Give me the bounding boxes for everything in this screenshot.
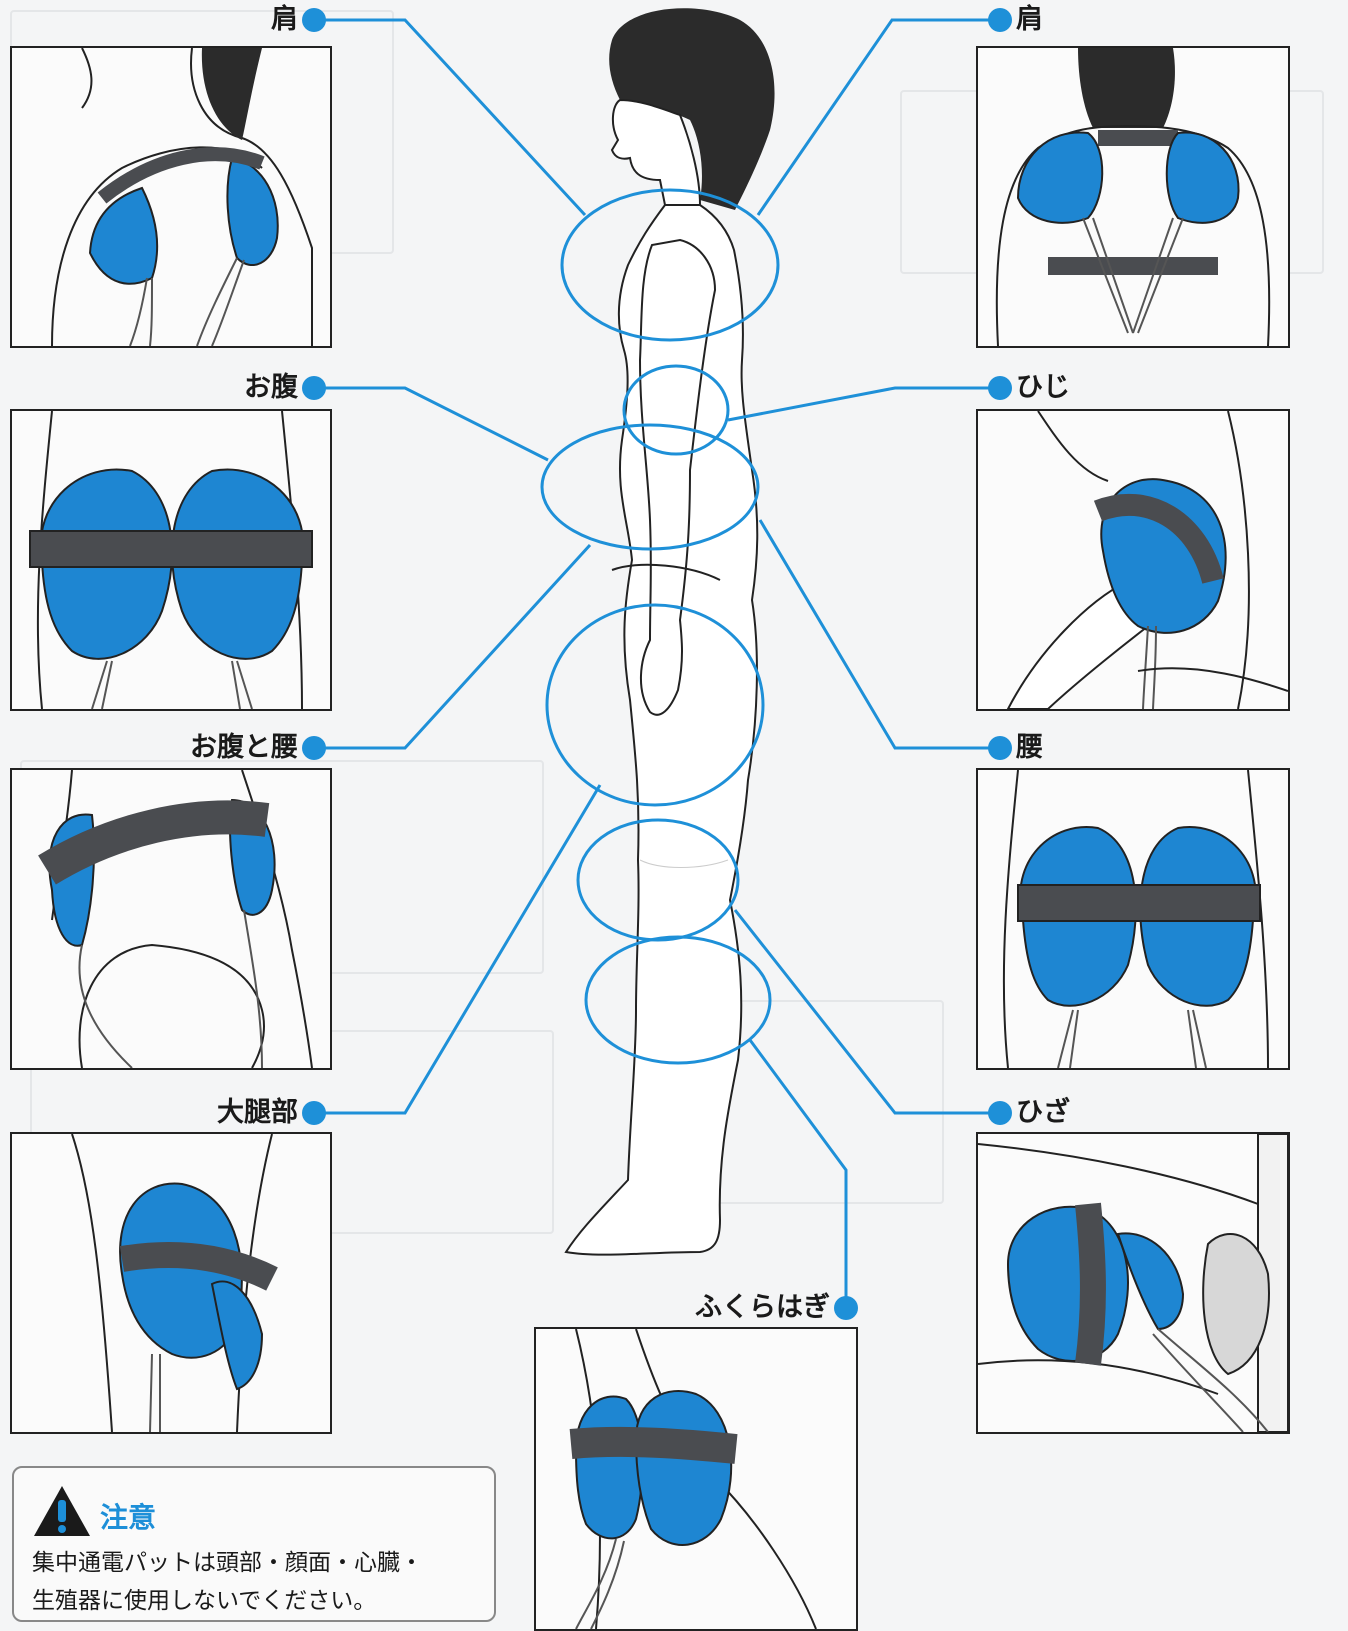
leader-dot <box>988 736 1012 760</box>
label-waist: 腰 <box>1016 731 1043 765</box>
caution-line-1: 集中通電パットは頭部・顔面・心臓・ <box>32 1544 482 1582</box>
panel-shoulder-right <box>976 46 1290 348</box>
label-calf: ふくらはぎ <box>636 1291 830 1325</box>
panel-calf <box>534 1327 858 1631</box>
panel-belly-and-waist <box>10 768 332 1070</box>
illustration-thigh <box>12 1134 330 1432</box>
leader-dot <box>302 1101 326 1125</box>
leader-dot <box>988 8 1012 32</box>
panel-knee <box>976 1132 1290 1434</box>
panel-shoulder-left <box>10 46 332 348</box>
panel-waist <box>976 768 1290 1070</box>
caution-box: 注意 集中通電パットは頭部・顔面・心臓・ 生殖器に使用しないでください。 <box>12 1466 496 1622</box>
leader-line-shoulder-left <box>314 20 585 215</box>
label-belly: お腹 <box>196 371 298 405</box>
panel-thigh <box>10 1132 332 1434</box>
label-belly-and-waist: お腹と腰 <box>136 731 298 765</box>
warning-triangle-icon <box>32 1484 92 1538</box>
leader-line-knee <box>735 910 1000 1113</box>
label-elbow: ひじ <box>1016 371 1070 405</box>
leader-line-waist <box>760 520 1000 748</box>
panel-belly <box>10 409 332 711</box>
label-thigh: 大腿部 <box>166 1096 298 1130</box>
label-shoulder-left: 肩 <box>236 3 298 37</box>
leader-dot <box>302 736 326 760</box>
illustration-waist <box>978 770 1288 1068</box>
panel-elbow <box>976 409 1290 711</box>
caution-title: 注意 <box>100 1496 156 1536</box>
leader-line-shoulder-right <box>758 20 1000 215</box>
leader-line-calf <box>750 1040 846 1308</box>
illustration-knee <box>978 1134 1288 1432</box>
illustration-calf <box>536 1329 856 1629</box>
illustration-elbow <box>978 411 1288 709</box>
illustration-shoulder-side <box>12 48 330 346</box>
leader-dot <box>988 376 1012 400</box>
leader-dot <box>834 1296 858 1320</box>
caution-line-2: 生殖器に使用しないでください。 <box>32 1582 482 1620</box>
illustration-belly-and-waist <box>12 770 330 1068</box>
leader-line-elbow <box>728 388 1000 420</box>
leader-dot <box>988 1101 1012 1125</box>
label-knee: ひざ <box>1016 1096 1070 1130</box>
illustration-shoulder-back <box>978 48 1288 346</box>
leader-line-belly <box>314 388 548 460</box>
leader-dot <box>302 376 326 400</box>
label-shoulder-right: 肩 <box>1016 3 1043 37</box>
caution-text: 集中通電パットは頭部・顔面・心臓・ 生殖器に使用しないでください。 <box>32 1544 482 1620</box>
illustration-belly <box>12 411 330 709</box>
leader-dot <box>302 8 326 32</box>
leader-line-thigh <box>314 785 600 1113</box>
